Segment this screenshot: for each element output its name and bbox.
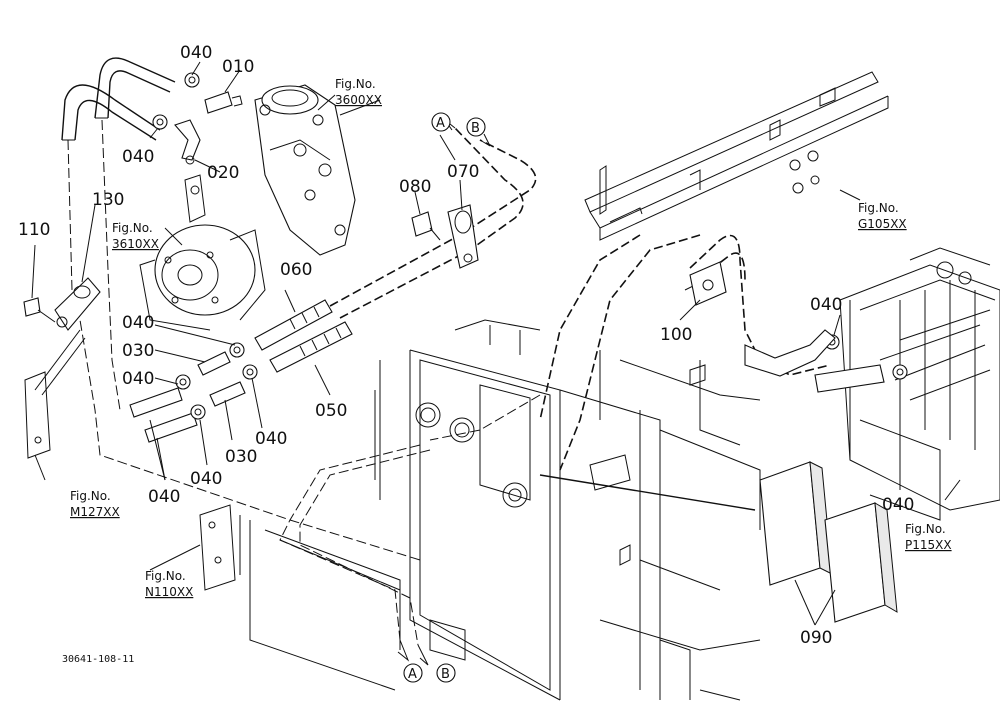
hose-050: [129, 387, 198, 443]
elbow-020: [174, 119, 201, 165]
document-code: 30641-108-11: [62, 654, 134, 665]
callout-040-d: 040: [122, 369, 154, 389]
callout-090: 080: [399, 177, 431, 197]
fig-label-g105: Fig.No.: [858, 201, 899, 215]
callout-120: 110: [18, 220, 50, 240]
fig-label-m127: Fig.No.: [70, 489, 111, 503]
callout-030-b: 030: [225, 447, 257, 467]
fig-label-3600: Fig.No.: [335, 77, 376, 91]
connector-b-top: B: [466, 117, 486, 137]
hose-upper: [61, 57, 176, 141]
grommet-110: [689, 261, 727, 306]
callout-020: 020: [207, 163, 239, 183]
fig-ref-p115: P115XX: [905, 538, 952, 552]
fig-ref-3610: 3610XX: [112, 237, 159, 251]
callout-040-g: 040: [810, 295, 842, 315]
connector-a-top: A: [431, 112, 451, 132]
callout-050: 040: [148, 487, 180, 507]
bracket-n110: [199, 504, 236, 591]
fig-ref-m127: M127XX: [70, 505, 120, 519]
clamp-080: [447, 204, 479, 269]
hose-070: [254, 299, 333, 351]
pipe-to-connectors: [329, 119, 537, 319]
connector-a-top-label: A: [436, 116, 445, 131]
callout-040-h: 040: [882, 495, 914, 515]
pad-100: [539, 461, 898, 623]
connector-a-bottom-label: A: [408, 667, 417, 682]
fig-label-3610: Fig.No.: [112, 221, 153, 235]
fig-label-p115: Fig.No.: [905, 522, 946, 536]
hose-060: [269, 321, 353, 373]
thermostat-housing: [254, 84, 356, 256]
clamp-040: [152, 72, 908, 420]
bolt-120: [23, 297, 56, 323]
bolt-090: [411, 211, 441, 241]
callout-010: 010: [222, 57, 254, 77]
clamp-130: [54, 277, 101, 331]
connector-b-bottom: B: [436, 663, 456, 683]
callout-100: 090: [800, 628, 832, 648]
connector-a-bottom: A: [403, 663, 423, 683]
callout-060: 050: [315, 401, 347, 421]
hose-right: [539, 234, 885, 471]
fitting-010: [204, 91, 243, 114]
main-frame: [239, 284, 761, 701]
callout-040-e: 040: [255, 429, 287, 449]
callout-030-a: 030: [122, 341, 154, 361]
fig-ref-n110: N110XX: [145, 585, 193, 599]
callout-040-a: 040: [180, 43, 212, 63]
water-pump: [139, 174, 266, 331]
fig-label-n110: Fig.No.: [145, 569, 186, 583]
callout-040-f: 040: [190, 469, 222, 489]
connector-b-bottom-label: B: [441, 667, 450, 682]
bracket-m127: [24, 329, 86, 459]
callout-130: 130: [92, 190, 124, 210]
hose-left-routing: [67, 119, 421, 561]
frame-rail: [584, 71, 889, 241]
leader-lines: [31, 61, 961, 626]
callout-040-c: 040: [122, 313, 154, 333]
callout-110: 100: [660, 325, 692, 345]
pipe-030: [197, 351, 246, 407]
connector-b-top-label: B: [471, 121, 480, 136]
callout-070: 060: [280, 260, 312, 280]
callout-040-b: 040: [122, 147, 154, 167]
fig-ref-3600: 3600XX: [335, 93, 382, 107]
hose-frame-routing: [279, 394, 541, 666]
callout-080: 070: [447, 162, 479, 182]
fig-ref-g105: G105XX: [858, 217, 907, 231]
